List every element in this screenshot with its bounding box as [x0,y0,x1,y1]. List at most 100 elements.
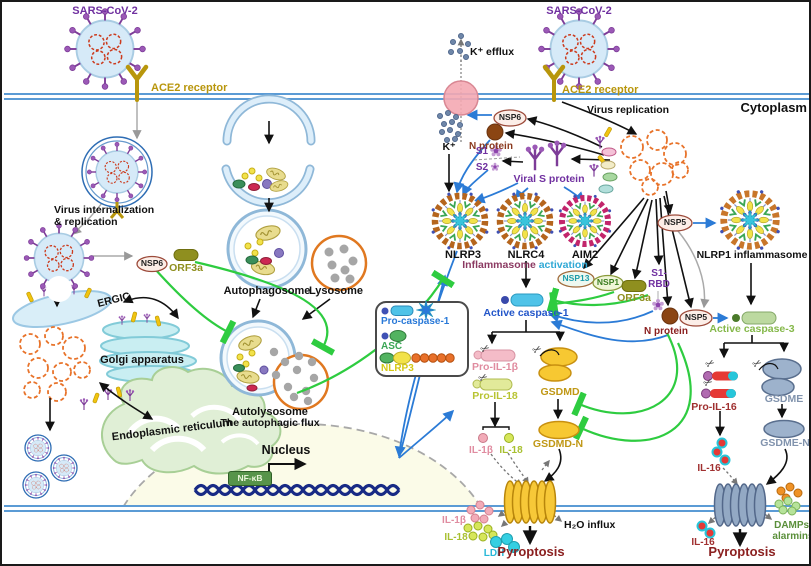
active-caspase-3-icon [732,311,777,325]
nsp6-right-oval [493,109,527,127]
s1-label: S1 [475,146,489,157]
s1-s2-cleavage-dashes [473,156,521,161]
active-caspase-3-label: Active caspase-3 [709,323,795,335]
autolysosome-shape [219,319,330,411]
nsp6-left-label: NSP6 [140,258,164,268]
il-18-cyto-label: IL-18 [499,445,523,456]
endosome-with-virus [81,136,153,219]
h2o-influx-label: H₂O influx [564,519,616,531]
pro-il-18-icon [472,378,513,391]
nlrc4-inflammasome-icon [496,192,555,251]
legend-pro-caspase-1-label: Pro-caspase-1 [381,316,450,327]
nsp-orf-tags [136,109,713,327]
n-protein-top-label: N protein [469,141,513,152]
il-1b-cyto-dot [478,433,488,443]
orf3a-right-capsule [621,280,647,292]
orf3a-left-label: ORF3a [169,262,203,274]
autophagosome-shape [226,208,308,290]
scissors-icons: ✂ ✂ ✂ ✂ ✂ ✂ [477,342,765,391]
ace2-receptor-icon-right [542,64,566,102]
ace2-receptor-label-right: ACE2 receptor [562,84,639,96]
il-1b-released-dots [466,500,494,524]
il-16-cyto-label: IL-16 [697,463,721,474]
k-ion-label: K⁺ [442,141,456,153]
nsp5-lower-label: NSP5 [684,312,708,322]
il-16-cyto-dots [711,437,731,466]
inflammasome-activation-label: Inflammasome activation [462,259,588,271]
scissors-icon: ✂ [704,357,718,372]
nucleus-label: Nucleus [261,443,311,457]
pyroptosis-label-left: Pyroptosis [497,544,565,559]
ldh-released-dots [490,533,520,553]
virus-internalization-label: Virus internalization& replication [54,204,155,228]
released-virions [22,434,78,499]
nlrp3-inflammasome-icon [431,192,490,251]
nsp13-label: NSP13 [562,273,590,283]
damps-alarmins-dots [774,482,803,516]
il-18-cyto-dot [504,433,514,443]
ldh-label: LDH [483,548,505,559]
spike-trimer-icons [524,139,568,172]
active-caspase-1-label: Active caspase-1 [483,307,569,319]
il-1b-cyto-label: IL-1β [469,445,493,456]
uncoating-virus [24,223,94,302]
virus-replication-label: Virus replication [587,104,670,116]
gsdme-n-icon [763,419,805,439]
legend-box [375,299,469,377]
aim2-inflammasome-icon [558,194,612,248]
damps-alarmins-label: DAMPs/alarmins [772,520,811,543]
nsp5-lower-oval [679,309,713,327]
nlrp3-wheel-label: NLRP3 [444,249,482,261]
nlrp1-inflammasome-icon [719,189,781,251]
il-16-released-dots [696,520,716,539]
orf3a-left-capsule [173,249,199,261]
n-protein-right-label: N protein [644,326,688,337]
cytoplasm-label: Cytoplasm [740,100,807,115]
n-protein-top-icon [486,123,504,141]
viral-rna-cluster-left [19,326,91,402]
gsdme-icon [758,358,802,397]
gsdmd-n-label: GSDMD-N [532,438,584,450]
k-efflux-label: K⁺ efflux [470,46,515,58]
nlrp1-inflammasome-label: NLRP1 inflammasome [696,249,808,261]
transcription-arrow [268,457,307,474]
nfkb-badge: NF-κB [228,471,272,486]
ace2-receptor-icon-left [125,64,149,102]
active-caspase-1-icon [501,293,544,307]
gsdmd-n-icon [538,420,580,440]
pro-il-1b-icon [473,349,516,362]
gsdme-n-label: GSDME-N [760,437,810,449]
legend-asc-label: ASC [381,341,403,352]
pro-il-18-label: Pro-IL-18 [472,390,518,402]
autophagic-flux-label: The autophagic flux [220,417,320,429]
n-protein-right-icon [661,307,679,325]
orf3a-right-label: ORF3a [617,292,651,304]
lysosome-label: Lysosome [308,285,364,297]
phagophore-cargo [232,165,290,194]
nsp6-right-label: NSP6 [498,112,522,122]
pro-il-16-icon [701,371,738,399]
sars-cov2-label-left: SARS-CoV-2 [72,5,138,17]
il-16-released-label: IL-16 [691,537,715,548]
ace2-receptor-label-left: ACE2 receptor [151,82,228,94]
aim2-wheel-label: AIM2 [571,249,599,261]
legend-nlrp3-label: NLRP3 [381,363,414,374]
pyroptosis-label-right: Pyroptosis [708,544,776,559]
s2-stub-icon [490,162,500,171]
gsdme-pore-icon [713,483,767,527]
k-ions [436,32,471,143]
dna-helix [193,483,401,497]
il-18-released-dots [463,521,498,542]
nsp5-upper-label: NSP5 [663,217,687,227]
nsp13-oval [557,270,595,288]
viral-s-protein-label: Viral S protein [513,173,585,185]
nlrc4-wheel-label: NLRC4 [507,249,545,261]
pro-il-1b-label: Pro-IL-1β [471,361,519,373]
il-18-released-label: IL-18 [444,532,468,543]
nsp5-upper-oval [657,214,693,232]
autophagosome-label: Autophagosome [223,285,311,297]
il-1b-released-label: IL-1β [442,515,466,526]
viral-protein-pool [588,126,618,194]
